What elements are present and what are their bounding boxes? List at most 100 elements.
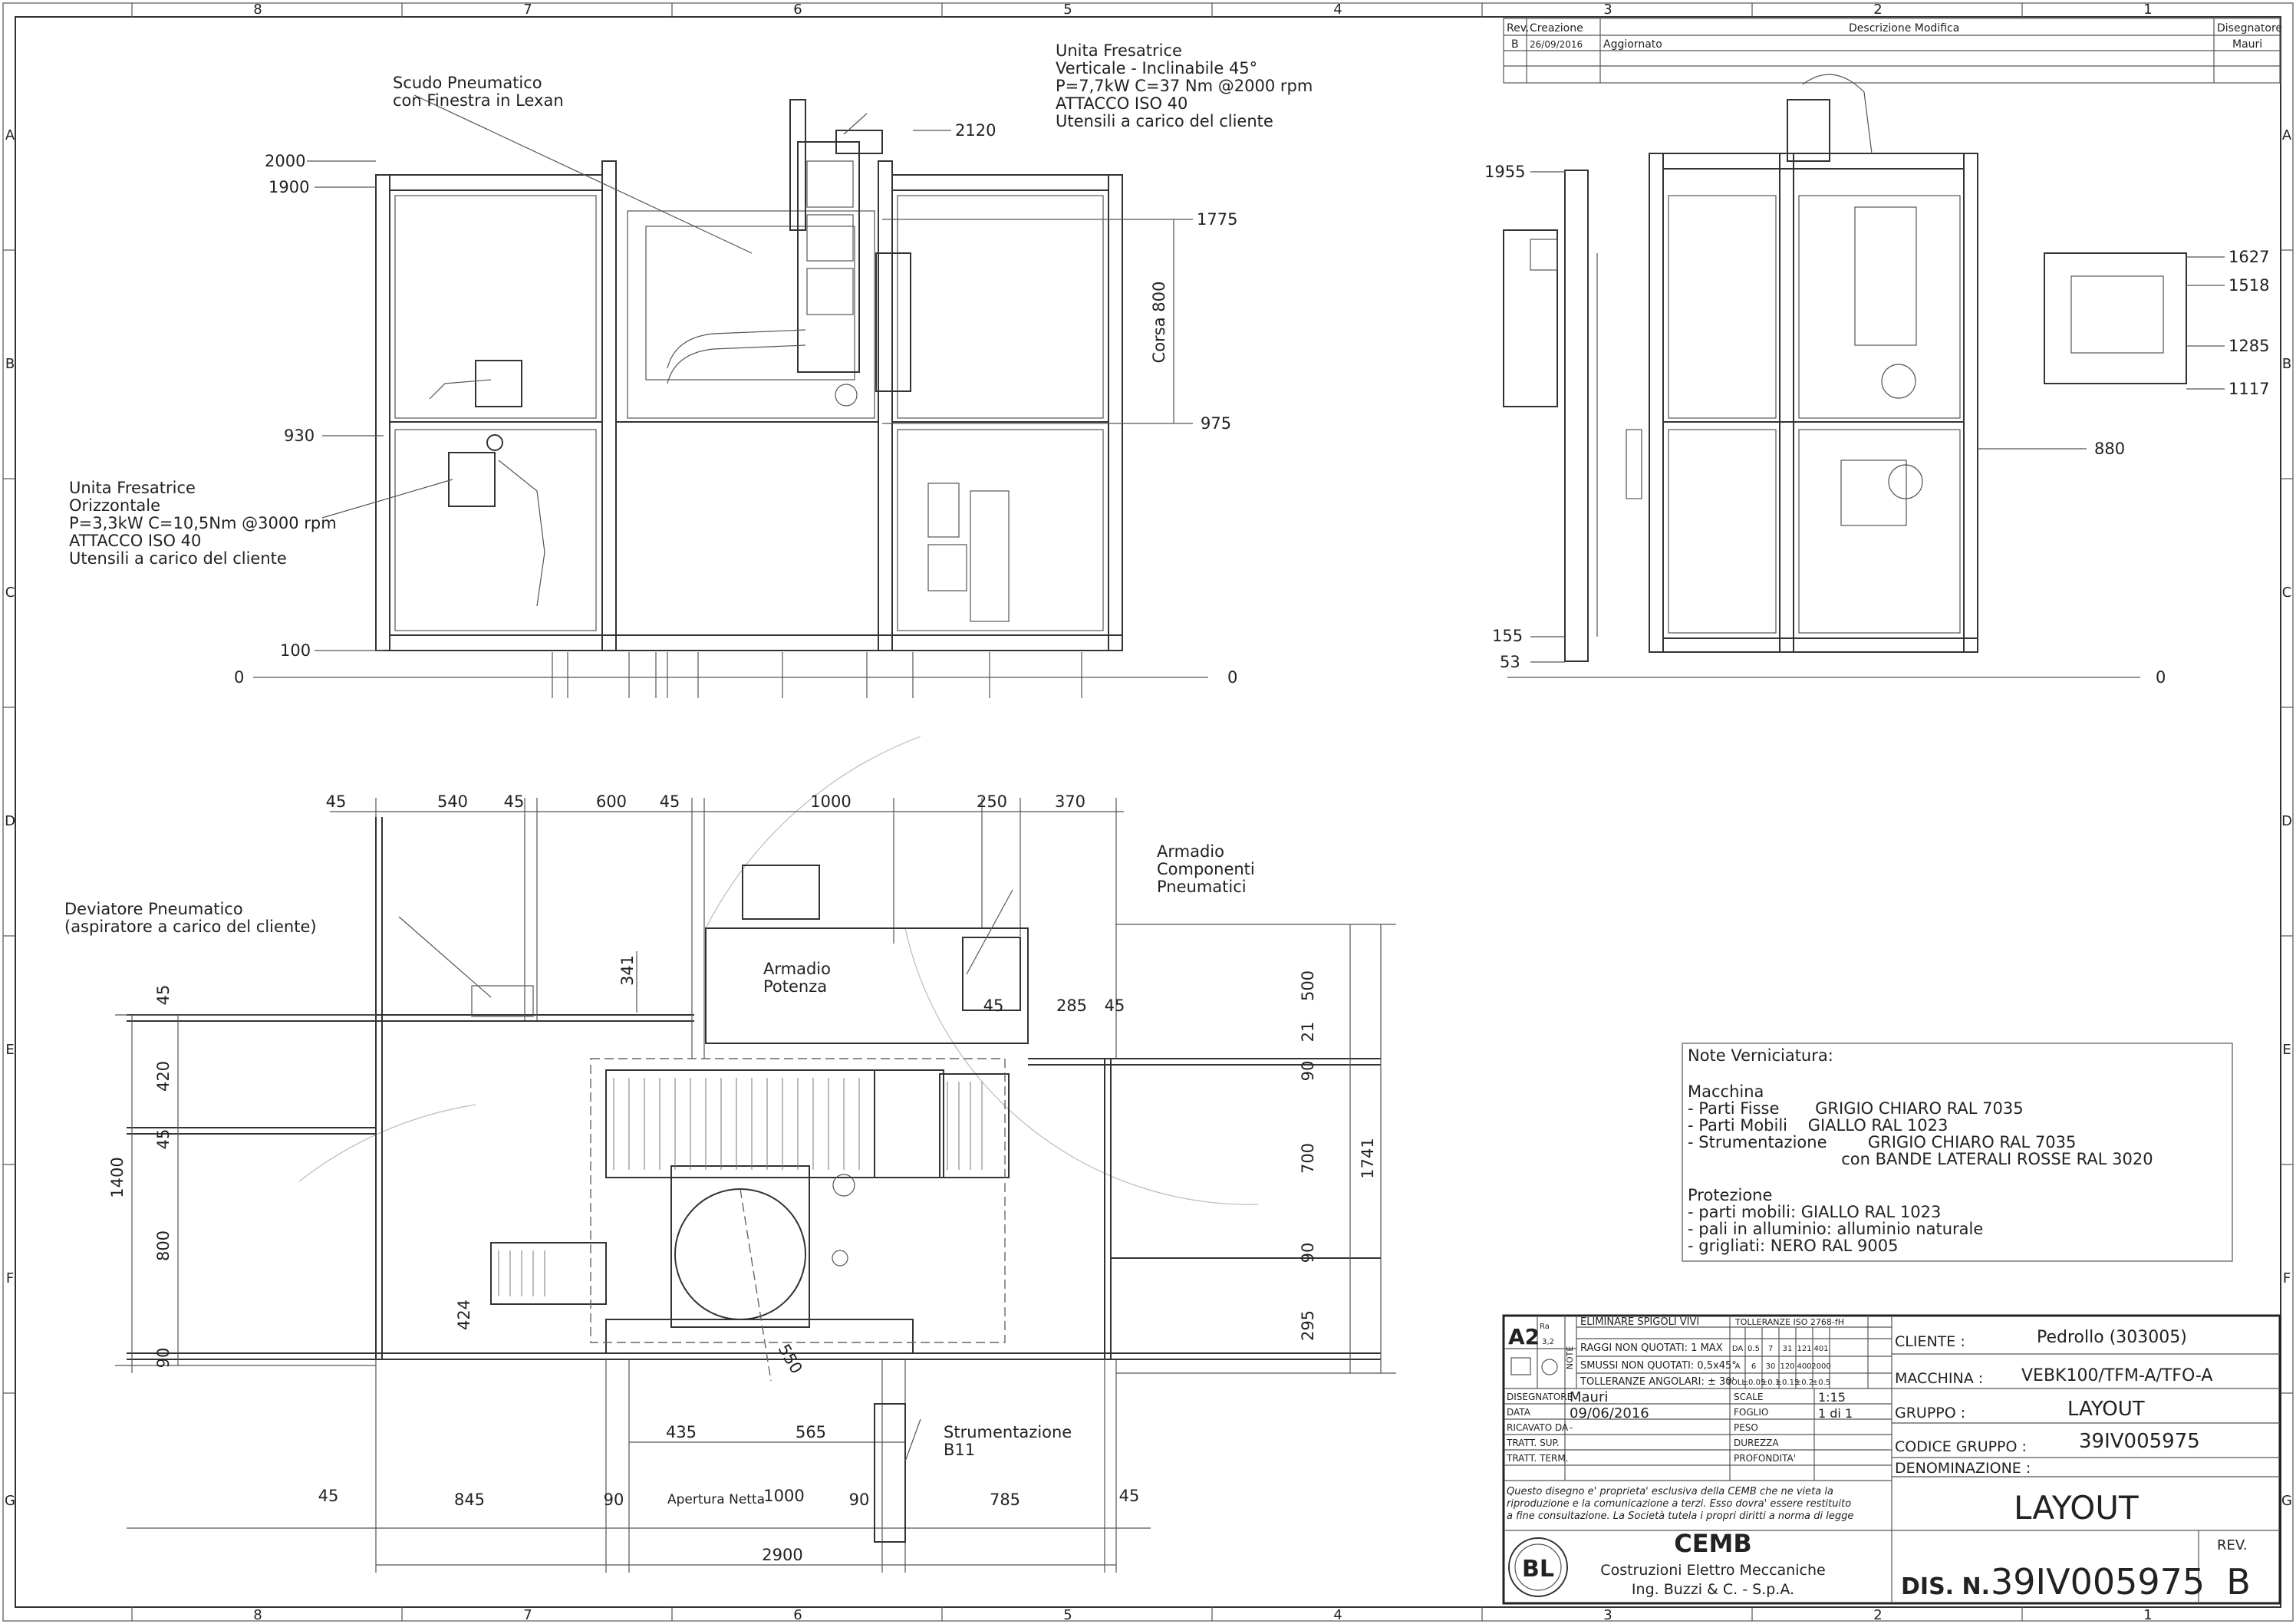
field-value: 1 di 1 <box>1818 1406 1853 1421</box>
tol-cell: ±0.1 <box>1761 1379 1780 1387</box>
front-level-1900: 1900 <box>268 178 309 196</box>
grid-col-bottom: 3 <box>1603 1607 1612 1623</box>
side-level-1285: 1285 <box>2228 337 2269 355</box>
plan-overall-right: 1741 <box>1359 1138 1377 1178</box>
field-value: 09/06/2016 <box>1570 1405 1649 1421</box>
company-block: BL CEMB Costruzioni Elettro Meccaniche I… <box>1508 1529 1826 1598</box>
grid-row-left: E <box>5 1042 14 1058</box>
ra-label: Ra <box>1540 1323 1550 1331</box>
paint-note-line: - Parti Mobili GIALLO RAL 1023 <box>1688 1116 1948 1135</box>
horizontal-unit-line: Orizzontale <box>69 496 160 515</box>
plan-bottom-dim: 845 <box>454 1491 485 1509</box>
tol-cell: ±0.5 <box>1812 1379 1830 1387</box>
field-label: DUREZZA <box>1734 1438 1779 1448</box>
denomination-label: DENOMINAZIONE : <box>1895 1460 2031 1477</box>
side-view: 1955 155 53 1627 1518 1285 1117 880 0 <box>1484 74 2269 687</box>
group-value: LAYOUT <box>2067 1398 2145 1421</box>
company-name: CEMB <box>1674 1529 1752 1558</box>
grid-col-top: 7 <box>523 2 532 18</box>
grid-row-right: B <box>2282 356 2291 372</box>
front-level-2120: 2120 <box>955 121 996 140</box>
plan-overall-bottom: 2900 <box>762 1546 802 1564</box>
rev-cell-desc: Aggiornato <box>1603 38 1662 51</box>
paint-notes: Note Verniciatura: Macchina - Parti Fiss… <box>1682 1043 2233 1262</box>
grid-col-bottom: 5 <box>1063 1607 1072 1623</box>
shield-label-line: Scudo Pneumatico <box>393 74 542 92</box>
grid-col-bottom: 2 <box>1873 1607 1882 1623</box>
vertical-unit-line: Verticale - Inclinabile 45° <box>1056 59 1257 77</box>
label-horizontal-unit: Unita Fresatrice Orizzontale P=3,3kW C=1… <box>69 479 337 568</box>
tol-cell: ±0.15 <box>1776 1379 1800 1387</box>
tol-cell: 2000 <box>1811 1362 1830 1371</box>
field-value: Mauri <box>1570 1389 1608 1405</box>
grid-col-top: 4 <box>1333 2 1342 18</box>
label-instruments: Strumentazione B11 <box>944 1423 1072 1459</box>
plan-bottom-dim: 90 <box>849 1491 870 1509</box>
grid-row-right: C <box>2282 585 2292 601</box>
horizontal-unit-line: Utensili a carico del cliente <box>69 549 287 568</box>
plan-top-dim: 45 <box>504 792 525 811</box>
front-level-975: 975 <box>1201 414 1231 433</box>
horizontal-unit-line: Unita Fresatrice <box>69 479 196 497</box>
field-label: DISEGNATORE <box>1507 1392 1573 1402</box>
grid-col-bottom: 1 <box>2143 1607 2152 1623</box>
field-value: - <box>1570 1422 1573 1433</box>
label-vertical-unit: Unita Fresatrice Verticale - Inclinabile… <box>1056 41 1313 130</box>
tol-cell: ±0.2 <box>1795 1379 1813 1387</box>
grid-col-top: 8 <box>253 2 262 18</box>
paint-note-line: - Parti Fisse GRIGIO CHIARO RAL 7035 <box>1688 1099 2024 1118</box>
paint-note-line: - parti mobili: GIALLO RAL 1023 <box>1688 1203 1941 1221</box>
grid-col-top: 1 <box>2143 2 2152 18</box>
grid-row-right: A <box>2282 127 2292 143</box>
rev-cell-rev: B <box>1511 38 1519 51</box>
client-label: CLIENTE : <box>1895 1333 1965 1350</box>
side-level-880: 880 <box>2094 440 2125 458</box>
tol-cell: 400 <box>1797 1362 1811 1371</box>
label-cabinet: Armadio Componenti Pneumatici <box>1157 842 1255 896</box>
disclaimer-line: Questo disegno e' proprieta' esclusiva d… <box>1507 1486 1833 1497</box>
tol-cell: A <box>1735 1362 1741 1371</box>
plan-top-dim: 600 <box>596 792 627 811</box>
tb-rule-1: RAGGI NON QUOTATI: 1 MAX <box>1580 1342 1723 1354</box>
field-label: PROFONDITA' <box>1734 1453 1796 1464</box>
paint-note-line: - pali in alluminio: alluminio naturale <box>1688 1220 1983 1238</box>
paint-note-line: - Strumentazione GRIGIO CHIARO RAL 7035 <box>1688 1133 2076 1151</box>
label-power: Armadio Potenza <box>763 960 831 996</box>
tol-cell: 6 <box>1751 1362 1756 1371</box>
ra-value: 3,2 <box>1542 1338 1554 1346</box>
disclaimer-line: a fine consultazione. La Società tutela … <box>1507 1510 1853 1522</box>
field-label: RICAVATO DA <box>1507 1422 1569 1433</box>
paint-note-line: - grigliati: NERO RAL 9005 <box>1688 1237 1898 1255</box>
horizontal-unit-line: P=3,3kW C=10,5Nm @3000 rpm <box>69 514 337 532</box>
plan-top-dim: 45 <box>326 792 347 811</box>
logo-letters: BL <box>1522 1556 1554 1583</box>
tb-rule-3: TOLLERANZE ANGOLARI: ± 30' <box>1580 1376 1734 1388</box>
cabinet-line: Armadio <box>1157 842 1224 861</box>
vertical-unit-line: Unita Fresatrice <box>1056 41 1182 60</box>
title-block: A2 Ra 3,2 NOTE TOLLERANZE ISO 2768-fH EL… <box>1502 1314 2281 1605</box>
grid-col-bottom: 7 <box>523 1607 532 1623</box>
field-value: 1:15 <box>1818 1390 1846 1405</box>
cabinet-line: Componenti <box>1157 860 1255 878</box>
denomination-value: LAYOUT <box>2014 1489 2139 1527</box>
cemb-logo-icon <box>1508 1537 1568 1597</box>
tb-rule-0: ELIMINARE SPIGOLI VIVI <box>1580 1316 1699 1328</box>
dis-number: 39IV005975 <box>1991 1561 2205 1603</box>
dis-label: DIS. N. <box>1901 1573 1990 1600</box>
note-vertical-label: NOTE <box>1565 1346 1575 1370</box>
plan-top-dim: 540 <box>437 792 468 811</box>
plan-overall-left: 1400 <box>108 1157 127 1197</box>
format-label: A2 <box>1508 1324 1540 1349</box>
plan-top-dim: 370 <box>1055 792 1085 811</box>
rev-header-rev: Rev. <box>1507 22 1529 35</box>
front-level-1775: 1775 <box>1197 210 1237 229</box>
tol-cell: 401 <box>1813 1345 1828 1353</box>
disclaimer-line: riproduzione e la comunicazione a terzi.… <box>1507 1498 1851 1510</box>
rev-label: REV. <box>2217 1537 2248 1553</box>
plan-bottom-dim: 45 <box>1119 1487 1140 1505</box>
side-level-1627: 1627 <box>2228 248 2269 266</box>
plan-right-dim: 500 <box>1299 970 1317 1001</box>
vertical-unit-line: P=7,7kW C=37 Nm @2000 rpm <box>1056 77 1313 95</box>
plan-right-dim: 700 <box>1299 1143 1317 1174</box>
